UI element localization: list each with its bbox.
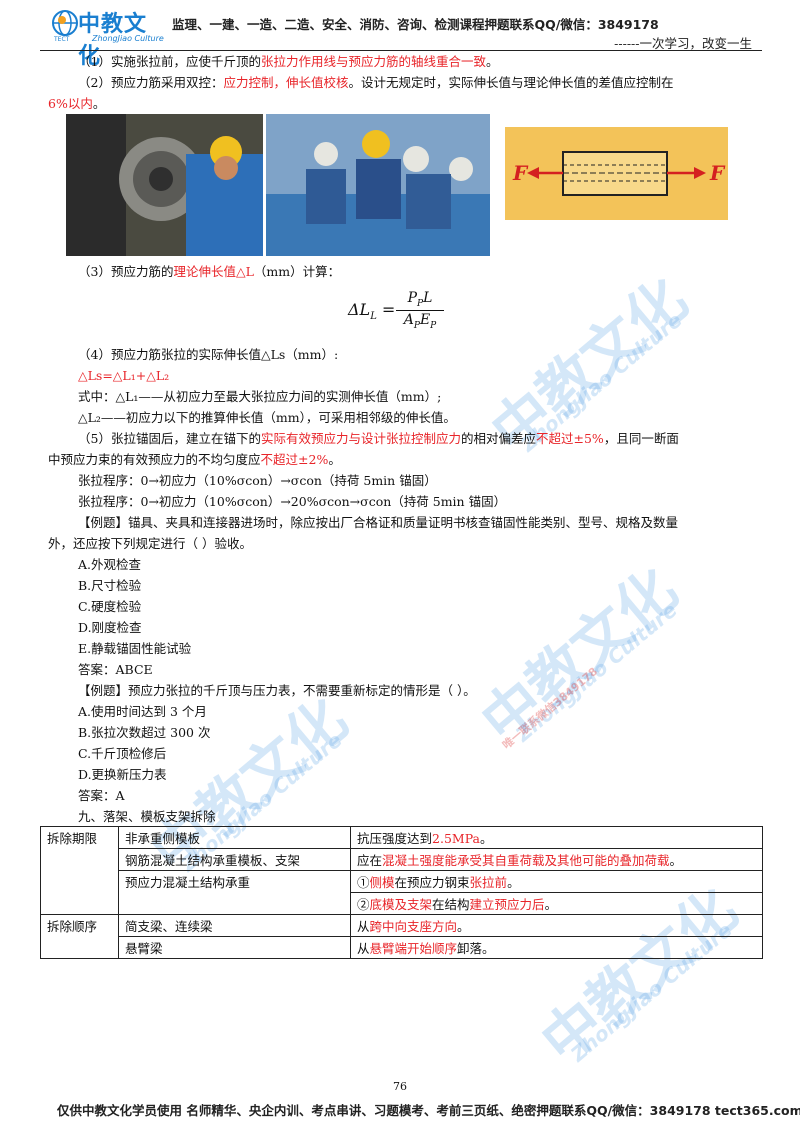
text-line-9: （5）张拉锚固后，建立在锚下的实际有效预应力与设计张拉控制应力的相对偏差应不超过… xyxy=(78,431,679,446)
answer-1: 答案：ABCE xyxy=(78,662,153,677)
globe-icon xyxy=(52,10,78,36)
watermark-2-en: ZhongJiao Culture xyxy=(510,597,682,747)
watermark-2: 中教文化 xyxy=(468,555,690,757)
option-item: E.静载锚固性能试验 xyxy=(78,641,192,656)
text-line-6: △Ls=△L₁+△L₂ xyxy=(78,368,170,383)
option-item: B.张拉次数超过 300 次 xyxy=(78,725,211,740)
text-line-5: （4）预应力筋张拉的实际伸长值△Ls（mm）: xyxy=(78,347,339,362)
option-item: A.外观检查 xyxy=(78,557,142,572)
text-line-7: 式中：△L₁——从初应力至最大张拉应力间的实测伸长值（mm）; xyxy=(78,389,442,404)
text-line-2: （2）预应力筋采用双控：应力控制，伸长值校核。设计无规定时，实际伸长值与理论伸长… xyxy=(78,75,674,90)
table-cell: 从跨中向支座方向。 xyxy=(350,914,763,937)
watermark-contact: 唯一联系微信3849178 xyxy=(500,664,601,752)
table-cell: 非承重侧模板 xyxy=(118,826,351,849)
tension-diagram: F F xyxy=(505,127,728,220)
table-cell: 拆除期限 xyxy=(40,826,119,915)
table-cell: 从悬臂端开始顺序卸落。 xyxy=(350,936,763,959)
table-cell: 预应力混凝土结构承重 xyxy=(118,870,351,915)
table-row: 预应力混凝土结构承重 ①侧模在预应力钢束张拉前。 xyxy=(41,870,763,915)
logo-chinese: 中教文化 xyxy=(78,12,148,69)
footer-text: 仅供中教文化学员使用 名师精华、央企内训、考点串讲、习题模考、考前三页纸、绝密押… xyxy=(57,1103,800,1118)
brand-logo: 中教文化 ZhongJiao Culture TECT xyxy=(50,6,168,69)
text-line-11: 张拉程序：0→初应力（10%σcon）→σcon（持荷 5min 锚固） xyxy=(78,473,437,488)
table-row: 拆除顺序 简支梁、连续梁 从跨中向支座方向。 xyxy=(40,914,763,959)
page-header: 中教文化 ZhongJiao Culture TECT 监理、一建、一造、二造、… xyxy=(0,0,800,69)
example-1-question-cont: 外，还应按下列规定进行（ ）验收。 xyxy=(48,536,252,551)
header-divider xyxy=(40,50,762,51)
text-line-1: （1）实施张拉前，应使千斤顶的张拉力作用线与预应力筋的轴线重合一致。 xyxy=(78,54,499,69)
table-cell: 抗压强度达到2.5MPa。 xyxy=(350,826,763,849)
table-cell: 简支梁、连续梁 xyxy=(118,914,351,937)
table-cell: 悬臂梁 xyxy=(118,936,351,959)
text-line-10: 中预应力束的有效预应力的不均匀度应不超过±2%。 xyxy=(48,452,341,467)
option-item: C.硬度检验 xyxy=(78,599,142,614)
text-line-8: △L₂——初应力以下的推算伸长值（mm），可采用相邻级的伸长值。 xyxy=(78,410,456,425)
section-heading: 九、落架、模板支架拆除 xyxy=(78,809,216,824)
text-line-4: （3）预应力筋的理论伸长值△L（mm）计算： xyxy=(78,264,341,279)
header-slogan: ------一次学习，改变一生 xyxy=(614,36,752,51)
table-cell: 拆除顺序 xyxy=(40,914,119,959)
text-line-12: 张拉程序：0→初应力（10%σcon）→20%σcon→σcon（持荷 5min… xyxy=(78,494,507,509)
text-line-3: 6%以内。 xyxy=(48,96,106,111)
logo-english: ZhongJiao Culture xyxy=(92,34,164,43)
header-courses: 监理、一建、一造、二造、安全、消防、咨询、检测课程押题联系QQ/微信：38491… xyxy=(172,17,659,32)
table-cell: 钢筋混凝土结构承重模板、支架 xyxy=(118,848,351,871)
option-item: A.使用时间达到 3 个月 xyxy=(78,704,207,719)
table-cell: ①侧模在预应力钢束张拉前。 xyxy=(350,870,763,893)
option-item: D.更换新压力表 xyxy=(78,767,167,782)
option-item: C.千斤顶检修后 xyxy=(78,746,167,761)
force-left-label: F xyxy=(513,161,528,185)
force-right-label: F xyxy=(710,161,725,185)
option-item: D.刚度检查 xyxy=(78,620,142,635)
jack-photo-2 xyxy=(266,114,490,256)
table-row: 悬臂梁 从悬臂端开始顺序卸落。 xyxy=(41,936,763,959)
table-row: 钢筋混凝土结构承重模板、支架 应在混凝土强度能承受其自重荷载及其他可能的叠加荷载… xyxy=(41,848,763,871)
table-row: ②底模及支架在结构建立预应力后。 xyxy=(41,892,763,915)
example-2-question: 【例题】预应力张拉的千斤顶与压力表，不需要重新标定的情形是（ ）。 xyxy=(78,683,476,698)
jack-photo-1 xyxy=(66,114,263,256)
answer-2: 答案：A xyxy=(78,788,125,803)
page-number: 76 xyxy=(393,1080,407,1093)
option-item: B.尺寸检验 xyxy=(78,578,142,593)
logo-tag: TECT xyxy=(54,36,70,43)
table-cell: 应在混凝土强度能承受其自重荷载及其他可能的叠加荷载。 xyxy=(350,848,763,871)
example-1-question: 【例题】锚具、夹具和连接器进场时，除应按出厂合格证和质量证明书核查锚固性能类别、… xyxy=(78,515,679,530)
removal-table: 拆除期限 非承重侧模板 抗压强度达到2.5MPa。 钢筋混凝土结构承重模板、支架… xyxy=(40,826,763,959)
table-cell: ②底模及支架在结构建立预应力后。 xyxy=(350,892,763,915)
table-row: 拆除期限 非承重侧模板 抗压强度达到2.5MPa。 xyxy=(40,826,763,915)
